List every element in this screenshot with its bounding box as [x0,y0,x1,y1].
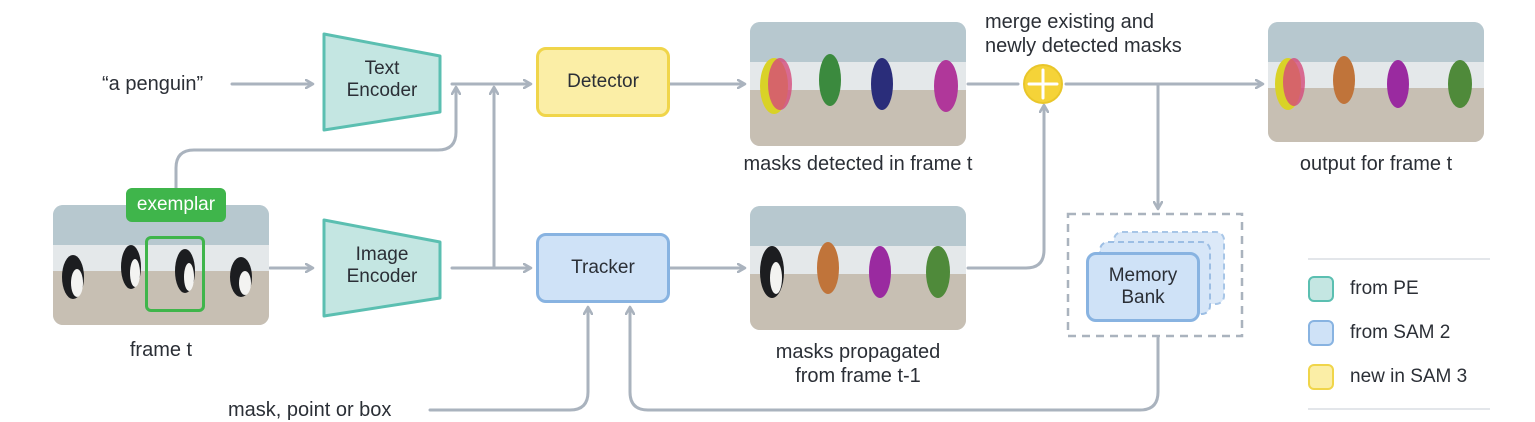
legend-swatch-sam2 [1308,320,1334,346]
merge-caption: merge existing and newly detected masks [985,11,1182,57]
detected-masks-image [750,22,966,146]
arrow-exemplar-to-detector [174,88,456,192]
memory-bank-container [1066,212,1244,338]
frame-label: frame t [129,339,193,361]
output-frame-image [1268,22,1484,142]
output-caption: output for frame t [1299,153,1453,175]
legend: from PE from SAM 2 new in SAM 3 [1308,258,1490,410]
detected-masks-caption: masks detected in frame t [743,153,973,175]
text-prompt-label: “a penguin” [102,73,204,95]
penguin-frame-picture [53,205,269,325]
text-encoder-label: Text Encoder [346,58,418,101]
legend-swatch-pe [1308,276,1334,302]
arrow-visual-prompt-to-tracker [428,308,588,412]
legend-swatch-sam3 [1308,364,1334,390]
propagated-masks-caption: masks propagated from frame t-1 [775,341,941,387]
image-encoder-label: Image Encoder [346,244,418,287]
input-frame-image [53,205,269,325]
exemplar-badge: exemplar [126,188,226,222]
exemplar-box[interactable] [145,236,205,312]
tracker-box: Tracker [536,233,670,303]
memory-bank-box: Memory Bank [1086,252,1200,322]
arrow-memory-to-tracker [630,308,1160,412]
detector-box: Detector [536,47,670,117]
arrow-propagated-to-merge [966,106,1044,270]
visual-prompt-label: mask, point or box [228,399,392,421]
image-encoder-shape [322,218,442,318]
merge-node [1023,64,1063,104]
propagated-masks-image [750,206,966,330]
text-encoder-shape [322,32,442,132]
